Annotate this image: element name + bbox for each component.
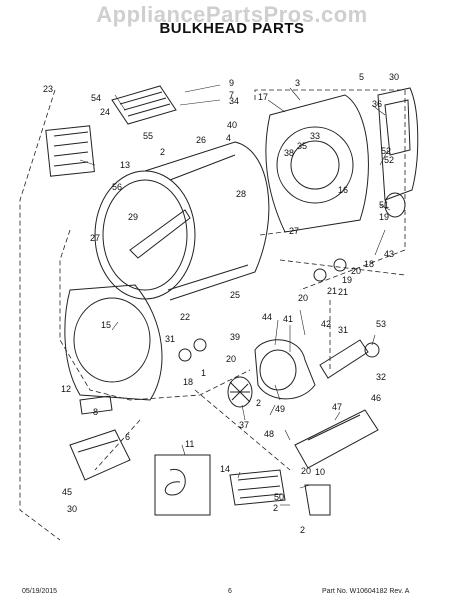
callout-11: 11 [185,439,194,449]
callout-2: 2 [273,503,278,513]
bracket-part [79,395,113,415]
callout-16: 16 [338,185,348,195]
callout-23: 23 [43,84,53,94]
callout-22: 22 [180,312,190,322]
callout-21: 21 [338,287,348,297]
lint-chute-part [69,429,131,481]
watermark: AppliancePartsPros.com [96,2,368,27]
callout-10: 10 [315,467,325,477]
drum-roller-parts [178,258,347,362]
callout-leader-lines [79,84,391,506]
callout-35: 35 [297,141,307,151]
air-duct-part [294,409,379,469]
callout-32: 32 [376,372,386,382]
rear-bulkhead-part [265,94,369,233]
callout-15: 15 [101,320,111,330]
heater-bracket-part [304,484,331,516]
vent-grille-part [111,85,177,125]
callout-9: 9 [229,78,234,88]
callout-43: 43 [384,249,394,259]
callout-3: 3 [295,78,300,88]
callout-12: 12 [61,384,71,394]
callout-6: 6 [125,432,130,442]
callout-20: 20 [298,293,308,303]
callout-53: 53 [376,319,386,329]
callout-5: 5 [359,72,364,82]
heater-element-part [229,469,286,506]
callout-8: 8 [93,407,98,417]
callout-7: 7 [229,90,234,100]
footer-part-number: Part No. W10604182 Rev. A [322,588,410,595]
callout-21: 21 [327,286,337,296]
callout-52: 52 [381,146,391,156]
callout-14: 14 [220,464,230,474]
callout-20: 20 [301,466,311,476]
footer-page: 6 [228,588,232,595]
callout-50: 50 [274,492,284,502]
callout-31: 31 [338,325,348,335]
callout-28: 28 [236,189,246,199]
callout-27: 27 [289,226,299,236]
callout-2: 2 [256,398,261,408]
callout-17: 17 [258,92,268,102]
callout-24: 24 [100,107,110,117]
callout-40: 40 [227,120,237,130]
wire-harness-box [154,454,211,516]
callout-45: 45 [62,487,72,497]
callout-41: 41 [283,314,293,324]
callout-25: 25 [230,290,240,300]
callout-55: 55 [143,131,153,141]
callout-54: 54 [91,93,101,103]
callout-29: 29 [128,212,138,222]
callout-labels: 9734404552132354245629262827272531733353… [43,72,399,535]
blower-wheel-part [227,376,253,408]
lint-filter-part [45,125,95,177]
callout-13: 13 [120,160,130,170]
callout-31: 31 [165,334,175,344]
callout-56: 56 [112,182,122,192]
callout-18: 18 [183,377,193,387]
callout-34: 34 [229,96,239,106]
callout-4: 4 [226,133,231,143]
blower-housing-part [254,339,316,400]
callout-20: 20 [351,266,361,276]
callout-33: 33 [310,131,320,141]
callout-20: 20 [226,354,236,364]
footer-date: 05/19/2015 [22,588,58,595]
callout-2: 2 [160,147,165,157]
callout-46: 46 [371,393,381,403]
callout-30: 30 [389,72,399,82]
callout-42: 42 [321,319,331,329]
exhaust-duct-part [319,339,380,379]
callout-38: 38 [284,148,294,158]
callout-36: 36 [372,99,382,109]
callout-30: 30 [67,504,77,514]
callout-49: 49 [275,404,285,414]
callout-27: 27 [90,233,100,243]
callout-19: 19 [342,275,352,285]
callout-44: 44 [262,312,272,322]
callout-52: 52 [384,155,394,165]
callout-26: 26 [196,135,206,145]
callout-39: 39 [230,332,240,342]
front-bulkhead-part [64,284,163,401]
callout-48: 48 [264,429,274,439]
callout-47: 47 [332,402,342,412]
callout-51: 51 [379,200,389,210]
assembly-outline-lines [19,89,406,541]
callout-37: 37 [239,420,249,430]
heater-duct-part [377,87,419,218]
callout-19: 19 [379,212,389,222]
callout-2: 2 [300,525,305,535]
callout-18: 18 [364,259,374,269]
callout-1: 1 [201,368,206,378]
diagram-title: BULKHEAD PARTS [159,20,305,37]
